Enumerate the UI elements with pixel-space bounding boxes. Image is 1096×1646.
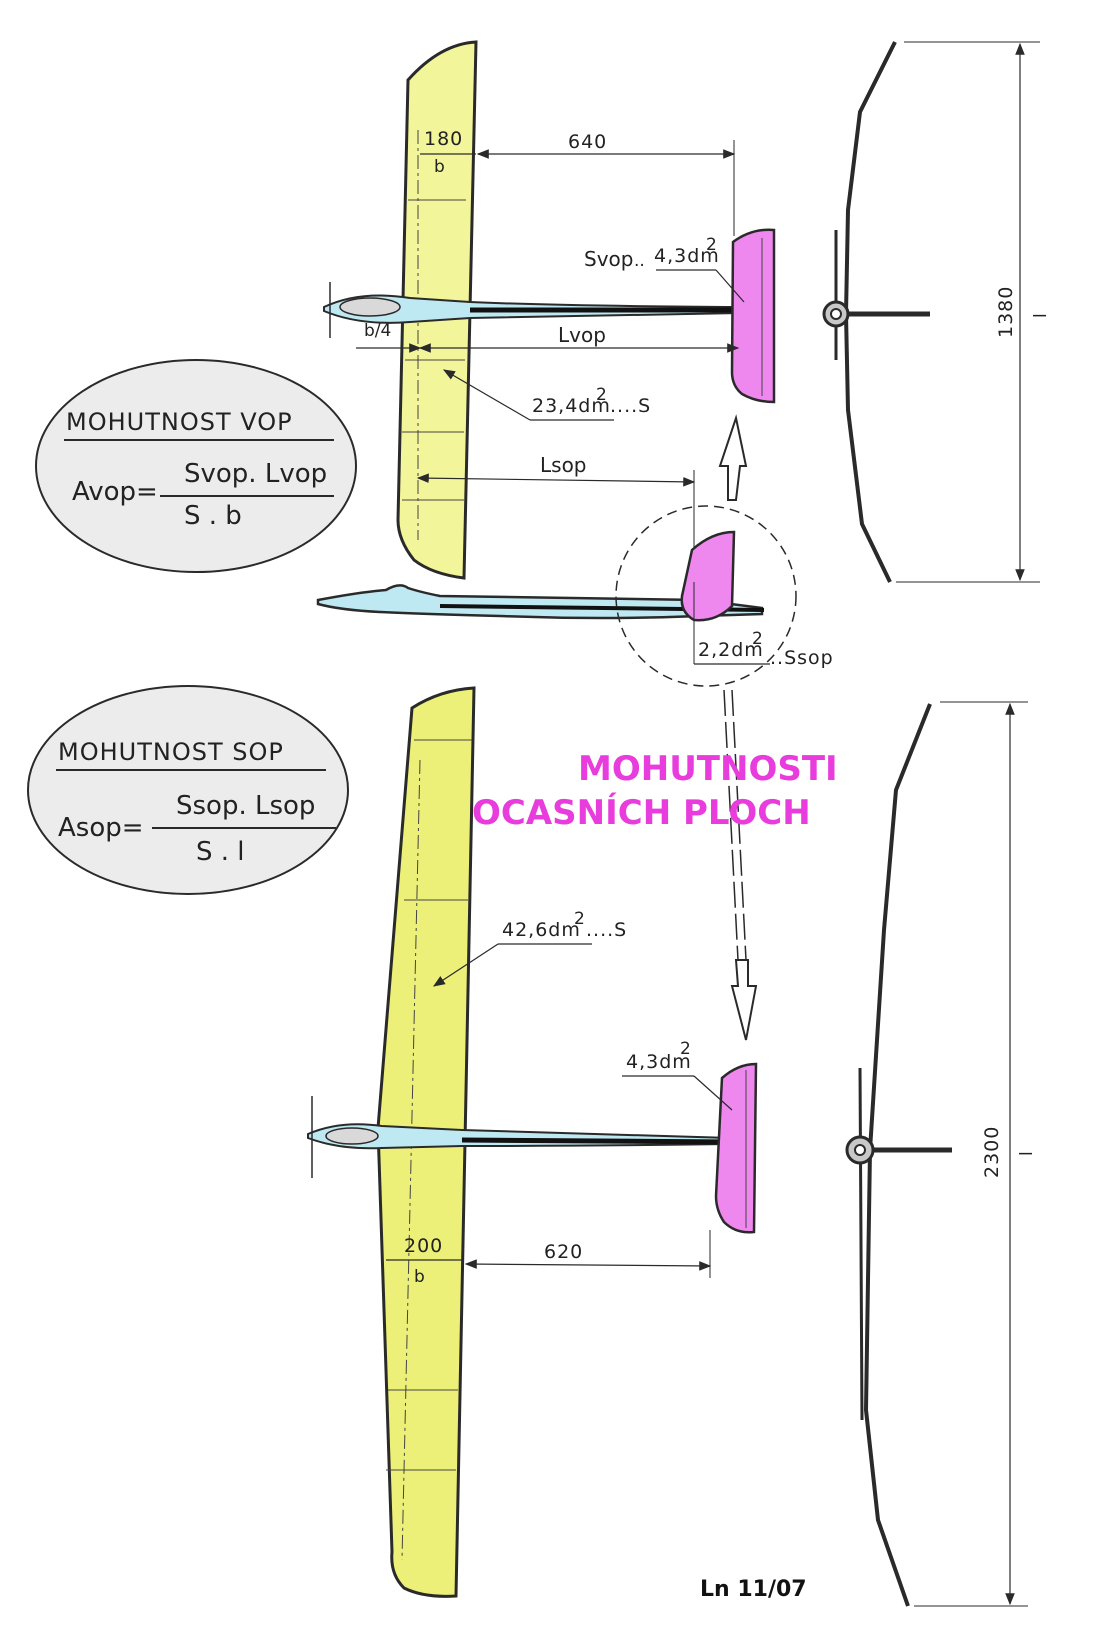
formula-vop: MOHUTNOST VOP Avop= Svop. Lvop S . b bbox=[35, 359, 357, 573]
top-wing-area: 23,4dm bbox=[532, 395, 611, 417]
fin-area-label: 2,2dm bbox=[698, 639, 764, 661]
formula-sop: MOHUTNOST SOP Asop= Ssop. Lsop S . l bbox=[27, 685, 349, 895]
fin-area-exp: 2 bbox=[752, 629, 763, 649]
top-chord-label: 180 bbox=[424, 128, 463, 150]
top-wing-symbol: ....S bbox=[610, 395, 651, 417]
bottom-tailplane bbox=[714, 1062, 758, 1234]
bottom-span-label: 2300 bbox=[981, 1126, 1003, 1178]
hollow-arrow-down-icon bbox=[730, 959, 758, 1041]
footer-reference: Ln 11/07 bbox=[700, 1577, 807, 1602]
top-wing-area-exp: 2 bbox=[596, 385, 607, 405]
top-tailplane bbox=[730, 228, 776, 404]
fin-detail-circle bbox=[615, 505, 797, 687]
formula-vop-lhs: Avop= bbox=[72, 477, 158, 507]
top-tail-area: 4,3dm bbox=[654, 245, 720, 267]
quarter-chord-label: b/4 bbox=[364, 321, 391, 341]
side-view: 2,2dm 2 ..Ssop bbox=[316, 505, 834, 687]
formula-sop-title: MOHUTNOST SOP bbox=[58, 738, 284, 766]
top-span-label: 1380 bbox=[995, 286, 1017, 338]
formula-vop-denominator: S . b bbox=[184, 501, 242, 531]
bottom-chord-label: 200 bbox=[404, 1235, 443, 1257]
bottom-front-view bbox=[845, 703, 952, 1607]
side-fin bbox=[680, 530, 736, 622]
hollow-arrow-up-icon bbox=[718, 414, 748, 501]
top-tail-symbol: Svop bbox=[584, 247, 633, 271]
top-tail-area-exp: 2 bbox=[706, 235, 717, 255]
fin-symbol: ..Ssop bbox=[770, 647, 834, 669]
formula-vop-title: MOHUTNOST VOP bbox=[66, 408, 293, 436]
title-line-1: MOHUTNOSTI bbox=[578, 749, 838, 789]
formula-vop-numerator: Svop. Lvop bbox=[184, 459, 327, 489]
lever-vop-label: Lvop bbox=[558, 323, 606, 347]
bottom-wing-area: 42,6dm bbox=[502, 919, 581, 941]
bottom-wing-symbol: ....S bbox=[586, 919, 627, 941]
lever-sop-label: Lsop bbox=[540, 453, 587, 477]
formula-sop-lhs: Asop= bbox=[58, 813, 144, 843]
top-chord-symbol: b bbox=[434, 157, 445, 177]
top-front-view bbox=[822, 41, 930, 583]
bottom-tail-distance: 620 bbox=[544, 1241, 583, 1263]
top-span-symbol: l bbox=[1031, 313, 1051, 318]
bottom-chord-symbol: b bbox=[414, 1267, 425, 1287]
bottom-tail-area-exp: 2 bbox=[680, 1039, 691, 1059]
formula-sop-numerator: Ssop. Lsop bbox=[176, 791, 315, 821]
top-model: 180 b 640 Svop .. 4,3dm 2 b/4 Lvop 23,4d… bbox=[323, 40, 776, 600]
title-line-2: OCASNÍCH PLOCH bbox=[472, 792, 811, 833]
top-tail-distance: 640 bbox=[568, 131, 607, 153]
bottom-wing-area-exp: 2 bbox=[574, 909, 585, 929]
formula-sop-denominator: S . l bbox=[196, 837, 245, 867]
top-tail-dots: .. bbox=[634, 251, 645, 271]
bottom-span-symbol: l bbox=[1017, 1151, 1037, 1156]
bottom-tail-area: 4,3dm bbox=[626, 1051, 692, 1073]
bottom-model: 4,3dm 2 42,6dm 2 ....S 200 b 620 bbox=[307, 686, 758, 1598]
